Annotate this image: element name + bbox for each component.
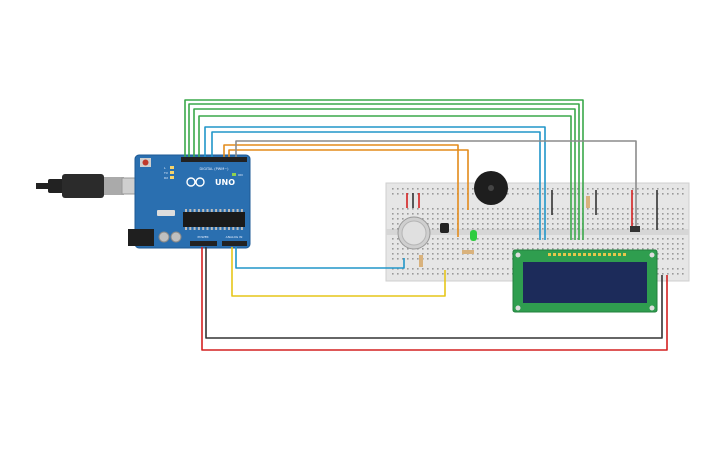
wire-green-1[interactable] xyxy=(184,99,584,240)
capacitor-2-icon xyxy=(170,231,182,243)
temperature-sensor[interactable] xyxy=(440,223,449,233)
power-label: POWER xyxy=(197,235,208,239)
board-brand: UNO xyxy=(215,178,235,187)
lcd-display[interactable] xyxy=(512,249,658,313)
digital-label: DIGITAL (PWM~) xyxy=(199,167,229,171)
wire-blue-1[interactable] xyxy=(204,126,546,240)
l-label: L xyxy=(164,166,166,170)
tx-label: TX xyxy=(163,171,168,175)
tx-led-icon xyxy=(170,171,174,174)
analog-label: ANALOG IN xyxy=(226,235,243,239)
resistor-1 xyxy=(462,250,474,254)
wire-black-gnd[interactable] xyxy=(205,247,663,339)
l-led-icon xyxy=(170,166,174,169)
gas-sensor[interactable] xyxy=(397,216,431,250)
usb-cable xyxy=(36,174,145,198)
wire-blue-sensor[interactable] xyxy=(235,247,405,269)
analog-header xyxy=(222,241,247,246)
lcd-screen xyxy=(523,262,647,303)
potentiometer[interactable] xyxy=(630,226,640,232)
arduino-uno-board[interactable]: DIGITAL (PWM~) UNO TX RX L ON POWER ANAL… xyxy=(128,154,251,249)
reset-button-cap[interactable] xyxy=(142,159,149,166)
power-jack xyxy=(128,229,154,246)
piezo-buzzer[interactable] xyxy=(474,171,508,205)
wire-red-5v[interactable] xyxy=(201,247,668,351)
wire-green-4[interactable] xyxy=(198,115,572,240)
capacitor-1-icon xyxy=(158,231,170,243)
wire-green-3[interactable] xyxy=(193,108,576,240)
on-label: ON xyxy=(238,173,243,177)
chip-pins xyxy=(185,209,243,230)
rx-led-icon xyxy=(170,176,174,179)
wire-orange-2[interactable] xyxy=(228,149,469,210)
wire-green-2[interactable] xyxy=(188,103,580,240)
crystal-icon xyxy=(157,210,175,216)
green-led-icon[interactable] xyxy=(470,230,477,241)
wire-blue-2[interactable] xyxy=(211,131,541,240)
digital-header xyxy=(181,157,247,162)
lcd-pins xyxy=(548,253,626,256)
resistor-3 xyxy=(586,196,590,208)
wire-gray[interactable] xyxy=(235,140,637,230)
arduino-logo-icon xyxy=(186,177,205,187)
resistor-2 xyxy=(419,255,423,267)
microcontroller-chip xyxy=(183,212,245,227)
wires[interactable] xyxy=(184,99,668,351)
wire-orange-1[interactable] xyxy=(223,144,459,237)
power-header xyxy=(190,241,217,246)
on-led-icon xyxy=(232,173,236,176)
wire-yellow[interactable] xyxy=(231,247,446,297)
rx-label: RX xyxy=(164,176,168,180)
